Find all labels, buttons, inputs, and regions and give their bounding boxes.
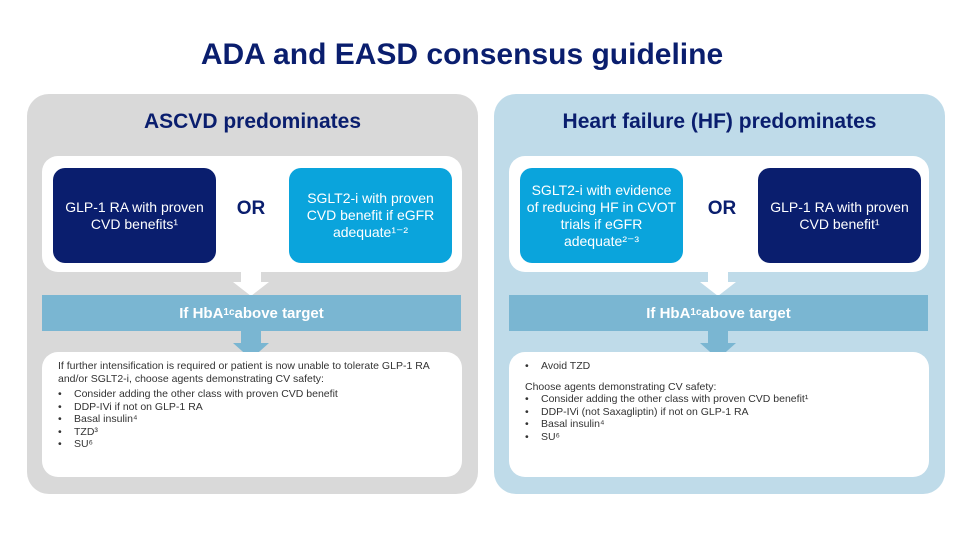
or-label: OR xyxy=(707,198,737,219)
list-item: SU⁶ xyxy=(525,431,913,444)
ascvd-panel: ASCVD predominates GLP-1 RA with proven … xyxy=(27,94,478,494)
hf-panel: Heart failure (HF) predominates SGLT2-i … xyxy=(494,94,945,494)
ascvd-options-box: GLP-1 RA with proven CVD benefits¹ OR SG… xyxy=(42,156,462,272)
bar-suffix: above target xyxy=(234,304,324,322)
down-arrow-icon xyxy=(700,272,736,296)
list-item: Basal insulin⁴ xyxy=(58,413,446,426)
slide-title: ADA and EASD consensus guideline xyxy=(200,38,724,71)
hf-detail-box: Avoid TZD Choose agents demonstrating CV… xyxy=(509,352,929,477)
list-item: Consider adding the other class with pro… xyxy=(58,388,446,401)
bar-suffix: above target xyxy=(701,304,791,322)
agent-list: Consider adding the other class with pro… xyxy=(525,393,913,443)
down-arrow-icon xyxy=(233,272,269,296)
list-item: DDP-IVi (not Saxagliptin) if not on GLP-… xyxy=(525,406,913,419)
hf-options-box: SGLT2-i with evidence of reducing HF in … xyxy=(509,156,929,272)
hf-heading: Heart failure (HF) predominates xyxy=(562,110,877,133)
down-arrow-icon xyxy=(233,331,269,359)
sglt2-option: SGLT2-i with evidence of reducing HF in … xyxy=(520,168,683,263)
list-item: Basal insulin⁴ xyxy=(525,418,913,431)
list-item: Consider adding the other class with pro… xyxy=(525,393,913,406)
glp1-option: GLP-1 RA with proven CVD benefit¹ xyxy=(758,168,921,263)
down-arrow-icon xyxy=(700,331,736,359)
list-item: DDP-IVi if not on GLP-1 RA xyxy=(58,401,446,414)
agent-list: Consider adding the other class with pro… xyxy=(58,388,446,451)
sglt2-option: SGLT2-i with proven CVD benefit if eGFR … xyxy=(289,168,452,263)
detail-intro: Choose agents demonstrating CV safety: xyxy=(525,380,717,393)
glp1-option: GLP-1 RA with proven CVD benefits¹ xyxy=(53,168,216,263)
list-item: Avoid TZD xyxy=(525,360,913,373)
list-item: TZD³ xyxy=(58,426,446,439)
bar-prefix: If HbA xyxy=(646,304,691,322)
avoid-list: Avoid TZD xyxy=(525,360,913,373)
bar-prefix: If HbA xyxy=(179,304,224,322)
list-item: SU⁶ xyxy=(58,438,446,451)
detail-intro: If further intensification is required o… xyxy=(58,360,430,385)
or-label: OR xyxy=(236,198,266,219)
ascvd-heading: ASCVD predominates xyxy=(143,110,362,133)
ascvd-detail-box: If further intensification is required o… xyxy=(42,352,462,477)
